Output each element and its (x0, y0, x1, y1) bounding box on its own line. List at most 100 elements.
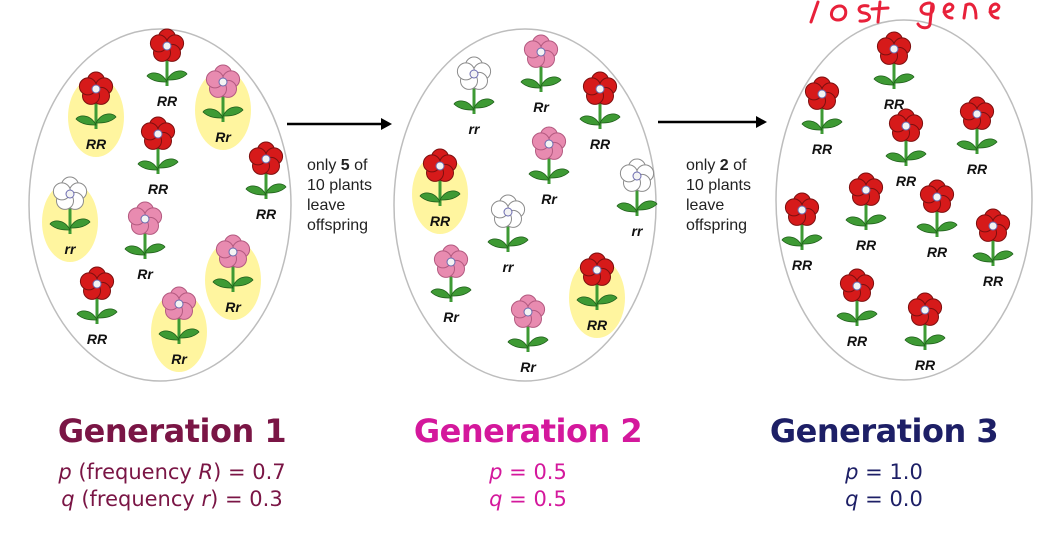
flower-plant-white: rr (453, 56, 495, 137)
caption-suffix: of (349, 157, 368, 174)
caption-count: 2 (719, 157, 729, 174)
genotype-label: RR (927, 244, 948, 260)
flower-plant-pink: Rr (195, 64, 251, 150)
genotype-label: RR (148, 181, 169, 197)
caption-suffix: of (728, 157, 747, 174)
leaf (801, 120, 823, 131)
flower-center (469, 69, 479, 79)
p-symbol: p (58, 460, 72, 484)
leaf (473, 98, 495, 109)
caption-count: 5 (340, 157, 350, 174)
q-value: ) = 0.3 (210, 487, 283, 511)
genotype-label: rr (503, 259, 515, 275)
genotype-label: RR (590, 136, 611, 152)
flower-center (435, 161, 445, 171)
genotype-label: Rr (137, 266, 154, 282)
flower-plant-pink: Rr (205, 234, 261, 320)
flower-center (228, 247, 238, 257)
flower-plant-red: RR (956, 96, 998, 177)
flower-center (261, 154, 271, 164)
leaf (450, 286, 472, 297)
genotype-label: RR (856, 237, 877, 253)
flower-plant-pink: Rr (151, 286, 207, 372)
caption-prefix: only (307, 157, 341, 174)
leaf (419, 192, 441, 203)
leaf (801, 234, 823, 245)
flower-plant-red: RR (412, 148, 468, 234)
flower-center (218, 77, 228, 87)
q-symbol: q (845, 487, 859, 511)
leaf (845, 216, 867, 227)
leaf (232, 276, 254, 287)
p-symbol: p (489, 460, 503, 484)
flower-center (503, 207, 513, 217)
genotype-label: Rr (225, 299, 242, 315)
leaf (520, 78, 542, 89)
genotype-label: RR (587, 317, 608, 333)
leaf (212, 278, 234, 289)
flower-center (523, 307, 533, 317)
generation-2-title: Generation 2 (413, 412, 643, 450)
flower-center (932, 192, 942, 202)
generation-3-p-frequency: p = 1.0 (724, 460, 1038, 484)
q-symbol: q (61, 487, 75, 511)
leaf (836, 312, 858, 323)
generation-2-p-frequency: p = 0.5 (368, 460, 688, 484)
leaf (178, 328, 200, 339)
leaf (245, 185, 267, 196)
leaf (873, 75, 895, 86)
leaf (924, 334, 946, 345)
leaf (222, 106, 244, 117)
genotype-label: Rr (215, 129, 232, 145)
p-value: = 1.0 (858, 460, 923, 484)
arrow-caption-2: only 2 of 10 plants leave offspring (686, 156, 751, 236)
leaf (856, 310, 878, 321)
flower-center (889, 44, 899, 54)
p-symbol: p (845, 460, 859, 484)
flower-plant-pink: Rr (520, 34, 562, 115)
genotype-label: rr (632, 223, 644, 239)
leaf (144, 243, 166, 254)
flower-center (65, 189, 75, 199)
leaf (636, 200, 658, 211)
q-allele: r (201, 487, 211, 511)
leaf (49, 220, 71, 231)
leaf (453, 100, 475, 111)
leaf (158, 330, 180, 341)
leaf (885, 152, 907, 163)
flower-center (91, 84, 101, 94)
flower-plant-red: RR (76, 266, 118, 347)
flower-plant-white: rr (616, 158, 658, 239)
flower-center (817, 89, 827, 99)
leaf (781, 236, 803, 247)
generation-2-q-frequency: q = 0.5 (368, 487, 688, 511)
caption-prefix: only (686, 157, 720, 174)
leaf (956, 140, 978, 151)
leaf (439, 190, 461, 201)
flower-plant-red: RR (146, 28, 188, 109)
leaf (893, 73, 915, 84)
leaf (579, 115, 601, 126)
flower-center (544, 139, 554, 149)
flower-center (595, 84, 605, 94)
leaf (69, 218, 91, 229)
genotype-label: RR (430, 213, 451, 229)
generation-3-q-frequency: q = 0.0 (724, 487, 1038, 511)
flower-plant-red: RR (781, 192, 823, 273)
leaf (157, 158, 179, 169)
flower-plant-red: RR (904, 292, 946, 373)
leaf (527, 336, 549, 347)
genotype-label: RR (86, 136, 107, 152)
leaf (976, 138, 998, 149)
flower-plant-red: RR (885, 108, 927, 189)
flower-plant-pink: Rr (430, 244, 472, 325)
arrow-gen2-to-gen3 (658, 116, 767, 128)
flower-center (174, 299, 184, 309)
leaf (821, 118, 843, 129)
flower-center (852, 281, 862, 291)
genotype-label: RR (967, 161, 988, 177)
arrow-gen1-to-gen2 (287, 118, 392, 130)
flower-plant-red: RR (873, 31, 915, 112)
leaf (596, 294, 618, 305)
leaf (865, 214, 887, 225)
